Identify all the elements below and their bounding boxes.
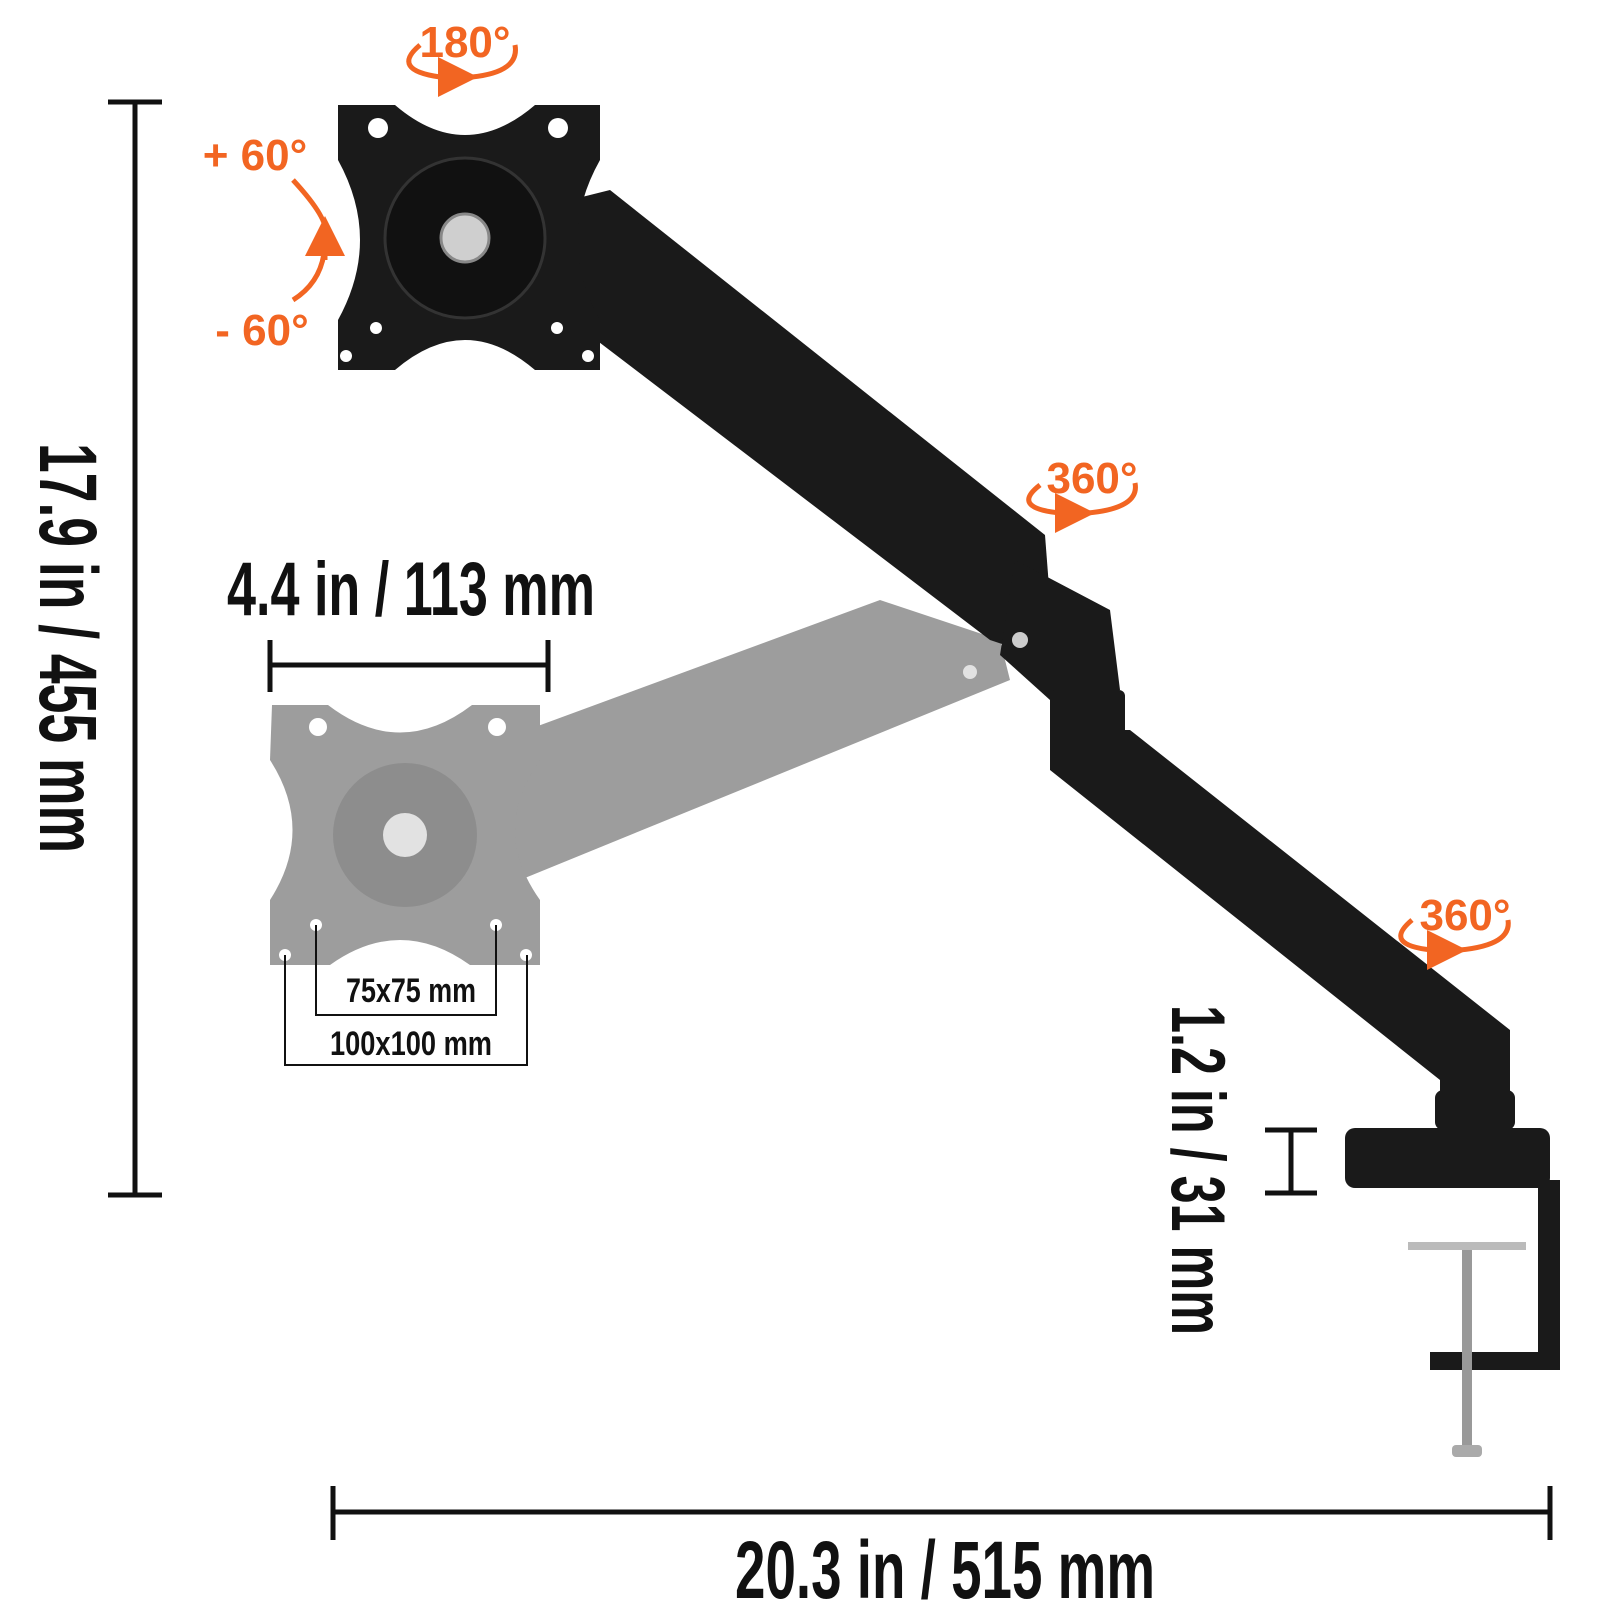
clamp-c (1430, 1180, 1560, 1370)
vesa-brackets (284, 925, 528, 1066)
rotation-arrows (291, 43, 1511, 970)
clamp-thickness-label: 1.2 in / 31 mm (1155, 1005, 1240, 1335)
clamp-screw (1408, 1242, 1526, 1457)
elbow-360-label: 360° (1046, 454, 1137, 503)
monitor-arm (338, 105, 1560, 1370)
clamp-base (1345, 1128, 1550, 1188)
base-360-label: 360° (1419, 891, 1510, 940)
swivel-180-label: 180° (419, 18, 510, 67)
tilt-down-label: - 60° (215, 306, 308, 355)
vesa-100-label: 100x100 mm (330, 1025, 492, 1063)
reach-dimension-label: 20.3 in / 515 mm (735, 1525, 1155, 1600)
plate-width-label: 4.4 in / 113 mm (227, 547, 595, 632)
vesa-75-label: 75x75 mm (346, 972, 476, 1010)
dimension-lines (108, 99, 1553, 1540)
tilt-up-label: + 60° (203, 131, 307, 180)
height-dimension-label: 17.9 in / 455 mm (22, 443, 113, 853)
ghost-arm-position (270, 600, 1010, 965)
